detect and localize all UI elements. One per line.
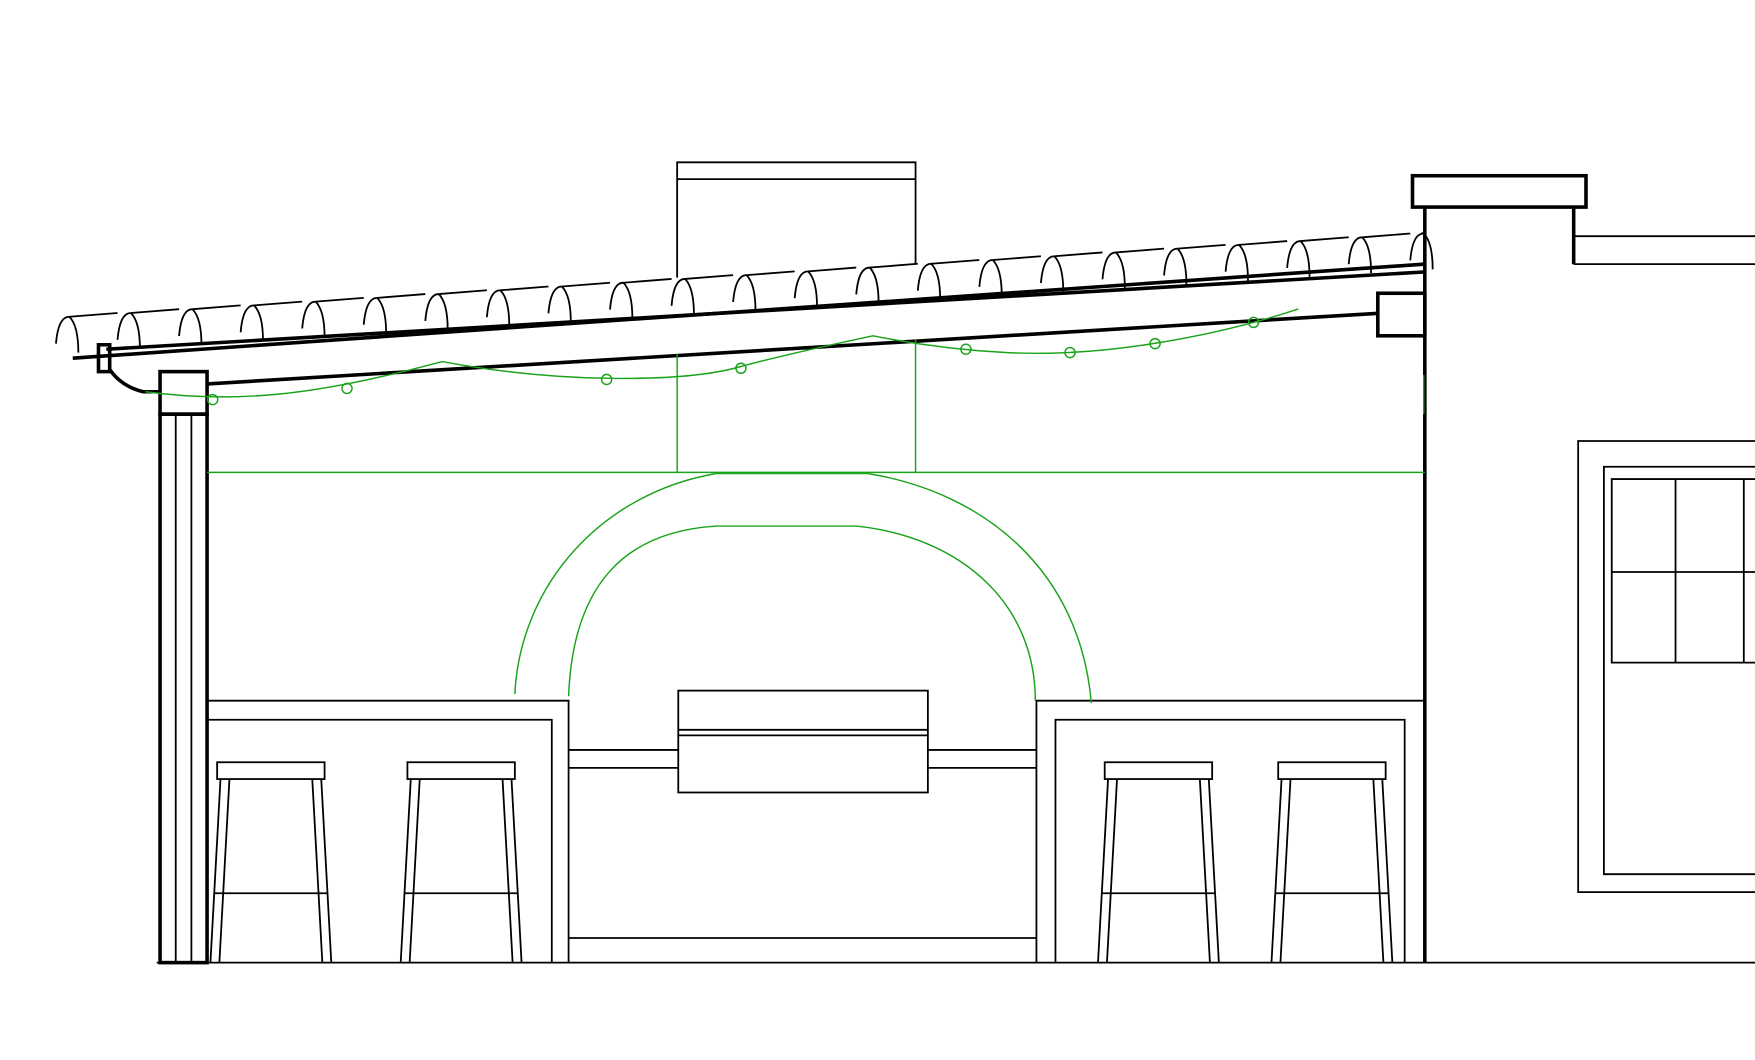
roof-tile [732, 270, 795, 311]
bar-stool [209, 761, 333, 963]
house-wall [1410, 173, 1755, 963]
string-lights [145, 308, 1299, 406]
roof-tile [362, 293, 426, 334]
roof-tile [609, 278, 672, 319]
light-bulb [960, 343, 972, 355]
roof-tile [485, 285, 549, 327]
light-bulb [1149, 337, 1161, 350]
roof-tile [116, 308, 180, 349]
roof-tile [301, 296, 364, 338]
light-bulb [341, 382, 353, 395]
light-bulb [1064, 346, 1076, 359]
roof-tile [916, 259, 980, 300]
roof-tiles [55, 231, 1434, 353]
roof-tile [855, 262, 918, 304]
window [1577, 440, 1755, 893]
roof-tile [793, 266, 857, 308]
light-bulb [206, 393, 219, 406]
column [158, 369, 209, 965]
bar-stools [209, 761, 1394, 963]
roof-tile [978, 255, 1041, 296]
roof-tile [178, 304, 241, 346]
light-bulb [735, 362, 747, 375]
bar-stool [1097, 761, 1220, 963]
gutter [96, 342, 161, 394]
bar-stool [1270, 761, 1394, 963]
roof-tile [55, 312, 118, 353]
beam-bracket [1376, 291, 1427, 338]
bar-stool [399, 761, 523, 963]
grill [677, 689, 929, 794]
roof-beam [206, 311, 1377, 386]
roof-tile [424, 289, 487, 330]
light-bulb [600, 373, 613, 386]
back-chimney [676, 161, 917, 278]
roof-tile [239, 300, 303, 342]
roof-tile [547, 281, 611, 323]
roof-bottom-edge [106, 270, 1424, 352]
light-bulb [1247, 316, 1260, 329]
pizza-oven-outline [207, 339, 1425, 703]
roof-tile [670, 274, 734, 315]
